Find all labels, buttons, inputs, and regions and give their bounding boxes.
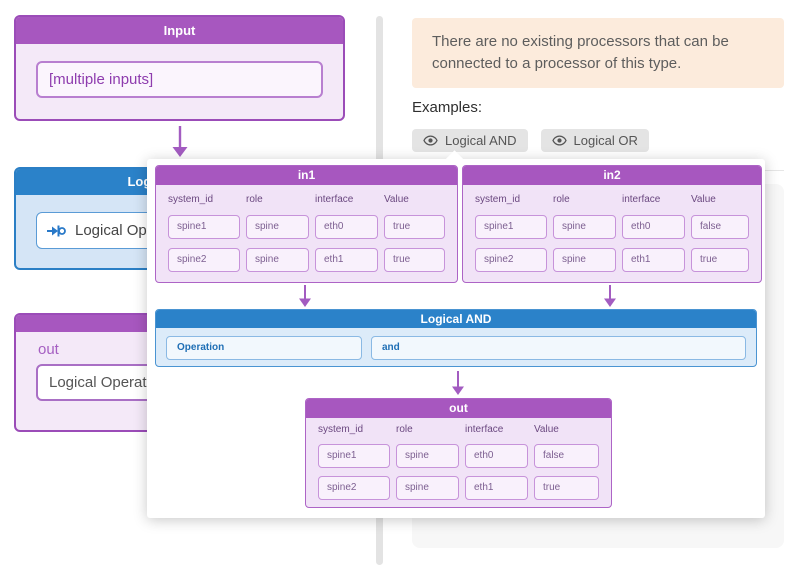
column-header: Value (384, 194, 409, 205)
table-cell: spine (246, 215, 309, 239)
input-node: Input [multiple inputs] (14, 15, 345, 121)
table-cell: spine1 (475, 215, 547, 239)
table-cell: false (691, 215, 749, 239)
table-cell: eth0 (315, 215, 378, 239)
table-cell: eth0 (622, 215, 685, 239)
in2-table-title: in2 (463, 166, 761, 185)
table-cell: eth1 (622, 248, 685, 272)
badge-label: Logical OR (573, 133, 638, 148)
example-badge-logical-and[interactable]: Logical AND (412, 129, 528, 152)
table-cell: true (534, 476, 599, 500)
arrow-down-icon (452, 371, 464, 395)
example-badges: Logical AND Logical OR (412, 129, 649, 152)
arrow-down-icon (604, 285, 616, 307)
column-header: role (246, 194, 263, 205)
column-header: Value (691, 194, 716, 205)
arrow-down-icon (172, 126, 188, 157)
column-header: Value (534, 424, 559, 435)
table-cell: false (534, 444, 599, 468)
badge-label: Logical AND (445, 133, 517, 148)
logical-and-processor: Logical AND Operation and (155, 309, 757, 367)
logical-and-title: Logical AND (156, 310, 756, 328)
column-header: role (553, 194, 570, 205)
table-cell: spine2 (318, 476, 390, 500)
operation-property-name: Operation (166, 336, 362, 360)
in1-table-title: in1 (156, 166, 457, 185)
in1-table: in1 system_id role interface Value spine… (155, 165, 458, 283)
table-cell: true (384, 248, 445, 272)
logical-and-example-popup: in1 system_id role interface Value spine… (147, 150, 765, 518)
column-header: interface (465, 424, 504, 435)
column-header: role (396, 424, 413, 435)
input-node-title: Input (16, 17, 343, 44)
out-table-title: out (306, 399, 611, 418)
no-processors-notice: There are no existing processors that ca… (412, 18, 784, 88)
column-header: interface (622, 194, 661, 205)
table-cell: spine (396, 476, 459, 500)
column-header: system_id (318, 424, 364, 435)
input-selector[interactable]: [multiple inputs] (36, 61, 323, 98)
eye-icon (551, 135, 567, 146)
table-cell: spine1 (168, 215, 240, 239)
examples-label: Examples: (412, 99, 483, 116)
table-cell: eth0 (465, 444, 528, 468)
table-cell: spine (553, 215, 616, 239)
example-badge-logical-or[interactable]: Logical OR (540, 129, 649, 152)
table-cell: eth1 (465, 476, 528, 500)
in2-table: in2 system_id role interface Value spine… (462, 165, 762, 283)
arrow-down-icon (299, 285, 311, 307)
table-cell: true (384, 215, 445, 239)
table-cell: true (691, 248, 749, 272)
table-cell: spine2 (475, 248, 547, 272)
table-cell: spine1 (318, 444, 390, 468)
table-cell: spine2 (168, 248, 240, 272)
eye-icon (423, 135, 438, 146)
column-header: system_id (475, 194, 521, 205)
table-cell: spine (396, 444, 459, 468)
processor-icon (47, 225, 66, 236)
out-table: out system_id role interface Value spine… (305, 398, 612, 508)
out-port-label: out (38, 341, 59, 358)
operation-property-value: and (371, 336, 746, 360)
column-header: interface (315, 194, 354, 205)
table-cell: spine (553, 248, 616, 272)
table-cell: eth1 (315, 248, 378, 272)
column-header: system_id (168, 194, 214, 205)
table-cell: spine (246, 248, 309, 272)
